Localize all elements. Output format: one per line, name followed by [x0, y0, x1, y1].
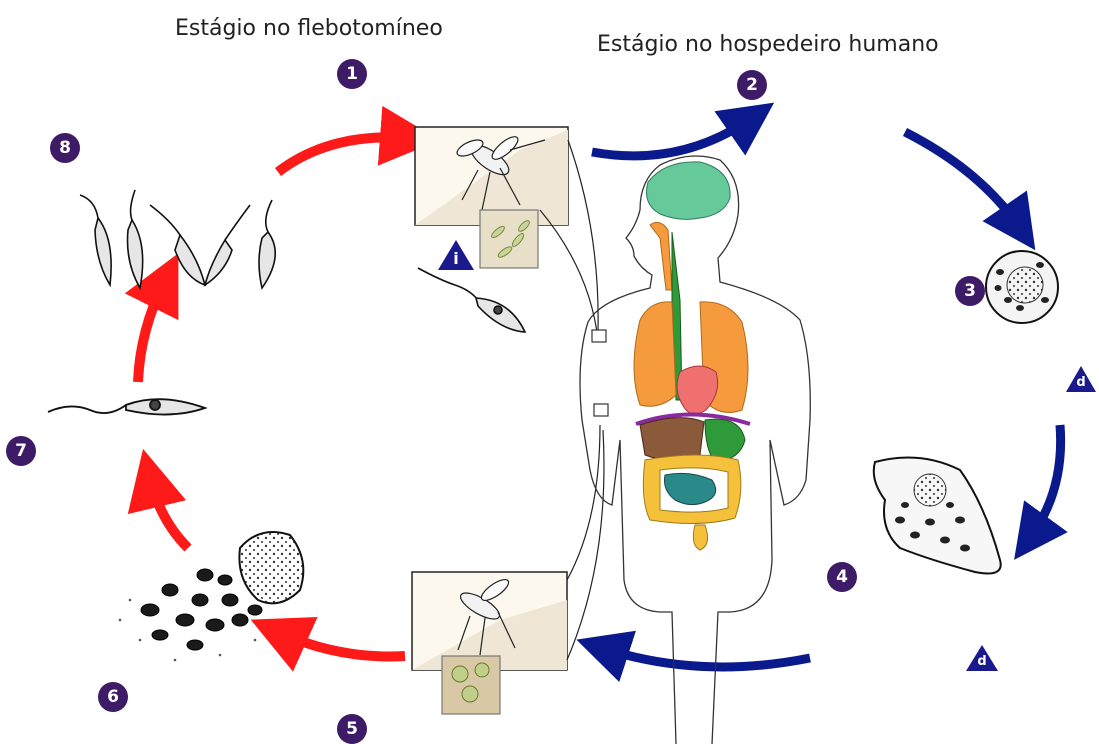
- bite-site-abdomen: [594, 404, 608, 416]
- step-badge-2: 2: [737, 70, 767, 100]
- arrow-1-to-2: [592, 118, 752, 156]
- diagnostic-stage-marker-upper: d: [1066, 366, 1096, 392]
- step-badge-3: 3: [955, 276, 985, 306]
- arrow-8-to-1: [278, 137, 410, 172]
- arrow-4-to-5: [602, 648, 810, 667]
- lungs-left: [634, 302, 676, 406]
- diagnostic-stage-marker-lower: d: [966, 645, 998, 671]
- arrow-2-to-3: [905, 132, 1020, 228]
- step-badge-8: 8: [50, 133, 80, 163]
- arrow-6-to-7: [150, 478, 188, 548]
- promastigotes-dividing: [80, 190, 275, 288]
- diagnostic-stage-label-lower: d: [966, 654, 998, 669]
- step-badge-5: 5: [337, 714, 367, 744]
- step-badge-4: 4: [827, 562, 857, 592]
- small-intestine: [664, 473, 715, 504]
- brain: [647, 162, 731, 220]
- rectum: [693, 525, 707, 550]
- infective-stage-label: i: [438, 249, 474, 268]
- macrophage-with-amastigotes: [986, 251, 1058, 323]
- step-badge-6: 6: [98, 682, 128, 712]
- airway: [650, 222, 672, 290]
- arrow-3-to-4: [1030, 425, 1061, 538]
- infected-macrophage-amastigotes: [874, 458, 1001, 574]
- infective-stage-marker: i: [438, 240, 474, 270]
- diagnostic-stage-label-upper: d: [1066, 375, 1096, 390]
- promastigote-stage-7: [48, 399, 205, 414]
- arrow-5-to-6: [278, 632, 405, 657]
- promastigote-injected: [418, 268, 525, 332]
- ruptured-cell-amastigotes: [119, 532, 304, 661]
- liver: [640, 418, 704, 460]
- step-badge-7: 7: [6, 436, 36, 466]
- bite-site-chest: [592, 330, 606, 342]
- step-badge-1: 1: [337, 59, 367, 89]
- arrow-7-to-8: [138, 280, 165, 382]
- sandfly-bite-panel-bottom: [412, 425, 604, 714]
